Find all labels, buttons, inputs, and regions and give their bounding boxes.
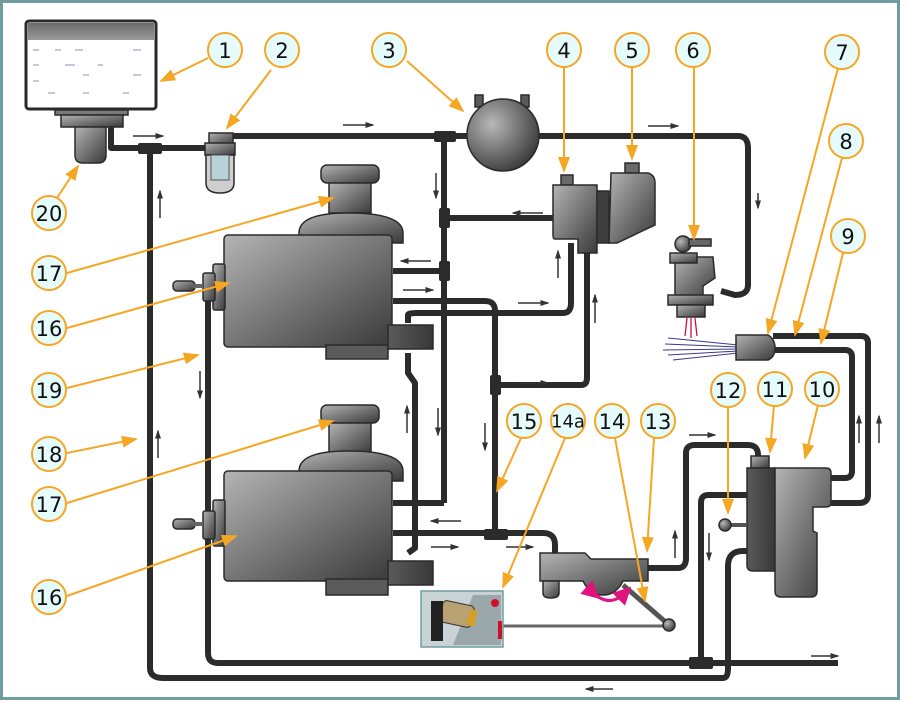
control-unit [608,162,656,244]
svg-text:12: 12 [715,379,742,403]
sediment-bowl [60,114,124,164]
svg-text:5: 5 [625,39,638,63]
pipe-line-9 [773,347,855,481]
pipe-pump-to-injector [538,133,751,298]
callout-13: 13 [640,403,676,439]
svg-text:9: 9 [841,225,854,249]
pipe-metering-return [698,492,748,663]
control-knob [718,518,732,532]
svg-text:10: 10 [809,378,836,402]
callout-10: 10 [804,371,840,407]
callout-9: 9 [830,218,866,254]
svg-text:19: 19 [36,379,63,403]
throttle-lever [499,580,676,632]
metering-unit [718,455,832,598]
callout-2: 2 [264,32,300,68]
callout-12: 12 [710,372,746,408]
leader-lines [56,57,844,603]
callout-20: 20 [31,195,67,231]
pipe-network [108,125,871,681]
svg-text:14a: 14a [551,412,585,433]
callout-18: 18 [31,436,67,472]
injector [667,235,716,338]
fuel-filter [204,132,236,194]
svg-text:18: 18 [36,443,63,467]
engine-lower [172,404,434,596]
callout-5: 5 [614,32,650,68]
callout-4: 4 [546,32,582,68]
callout-17-lower: 17 [31,486,67,522]
svg-text:16: 16 [36,317,63,341]
fuel-pump [466,94,540,172]
svg-text:2: 2 [275,39,288,63]
svg-text:7: 7 [835,41,848,65]
svg-text:11: 11 [762,378,789,402]
pressure-regulator [552,174,610,254]
pipe-line-8 [773,333,871,506]
svg-text:6: 6 [686,39,699,63]
svg-text:13: 13 [645,410,672,434]
pipe-engine-upper-c [405,243,574,323]
flow-arrows [133,122,882,692]
callout-15: 15 [506,403,542,439]
callout-1: 1 [207,32,243,68]
svg-text:15: 15 [511,410,538,434]
engine-upper [172,164,434,360]
pipe-engine-lower-a [405,353,418,556]
callout-19: 19 [31,372,67,408]
svg-text:20: 20 [36,202,63,226]
callout-14a: 14a [550,403,586,439]
photo-inset [420,590,504,648]
callout-14: 14 [594,403,630,439]
callout-8: 8 [828,123,864,159]
callout-11: 11 [757,371,793,407]
svg-text:17: 17 [36,262,63,286]
callout-16-upper: 16 [31,310,67,346]
svg-text:14: 14 [599,410,626,434]
motion-arrow-icon [580,580,632,606]
callout-16-lower: 16 [31,579,67,615]
fuel-tank [24,19,158,116]
svg-text:16: 16 [36,586,63,610]
pipe-to-regulator-2 [495,243,590,388]
svg-text:3: 3 [382,39,395,63]
pipe-supply-19 [205,293,838,666]
burner-nozzle [662,334,776,361]
callout-6: 6 [675,32,711,68]
svg-text:17: 17 [36,493,63,517]
pipe-tank-outlet [108,125,208,151]
pipe-to-throttle [393,530,558,553]
callout-7: 7 [824,34,860,70]
fuel-system-diagram: 1 2 3 4 5 6 7 8 9 10 11 12 13 14 14a 15 … [24,19,882,692]
svg-text:8: 8 [839,130,852,154]
pipe-return-18 [147,148,751,681]
svg-text:4: 4 [557,39,570,63]
svg-text:1: 1 [218,39,231,63]
callout-3: 3 [371,32,407,68]
callout-17-upper: 17 [31,255,67,291]
pipe-throttle-to-metering [648,442,761,571]
